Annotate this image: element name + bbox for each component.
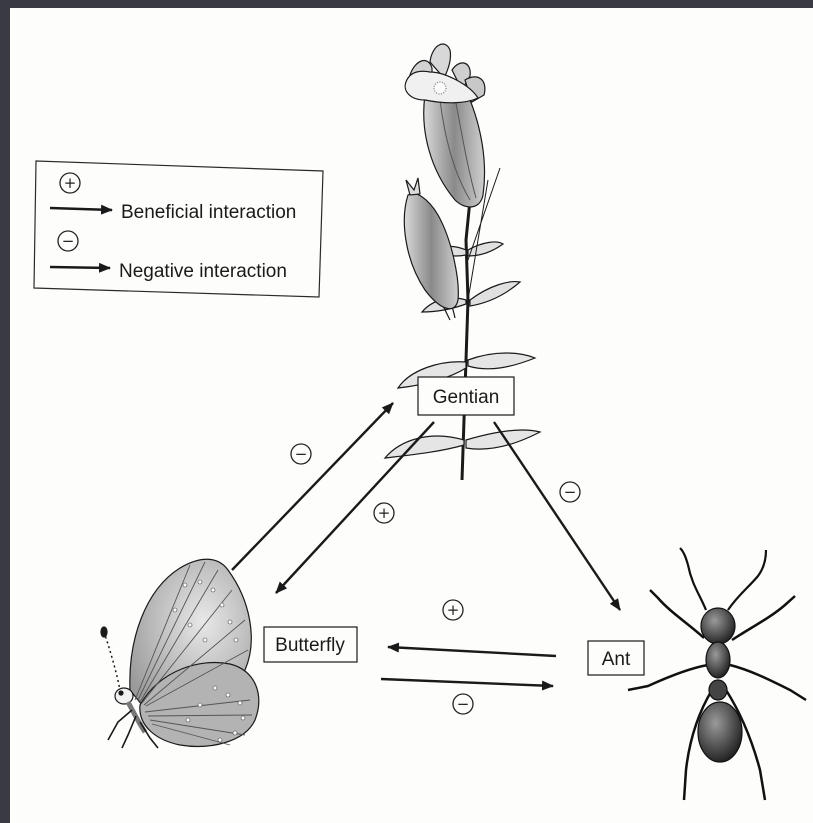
node-ant: Ant <box>588 641 644 675</box>
ant-illustration <box>628 548 806 800</box>
node-gentian: Gentian <box>418 377 514 415</box>
node-butterfly: Butterfly <box>264 627 357 662</box>
sign-gentian-to-butterfly-symbol: + <box>378 504 391 522</box>
arrow-butterfly-to-gentian <box>232 403 393 570</box>
arrow-butterfly-to-ant <box>381 679 553 686</box>
sign-ant-to-butterfly-symbol: + <box>447 601 460 619</box>
sign-gentian-to-butterfly: + <box>374 503 394 523</box>
legend-beneficial-label: Beneficial interaction <box>121 202 296 223</box>
sign-gentian-to-ant: − <box>560 482 580 502</box>
node-ant-label: Ant <box>602 649 631 670</box>
legend-negative-label: Negative interaction <box>119 261 287 282</box>
legend-beneficial: + Beneficial interaction <box>50 173 296 223</box>
legend-negative: − Negative interaction <box>50 231 287 282</box>
legend: + Beneficial interaction − Negative inte… <box>34 161 323 297</box>
arrow-ant-to-butterfly <box>388 647 556 656</box>
butterfly-illustration <box>101 559 259 748</box>
sign-butterfly-to-gentian: − <box>291 444 311 464</box>
sign-butterfly-to-ant: − <box>453 694 473 714</box>
legend-negative-arrow <box>50 267 110 268</box>
arrow-gentian-to-ant <box>494 422 620 610</box>
sign-gentian-to-ant-symbol: − <box>564 483 577 501</box>
node-butterfly-label: Butterfly <box>275 635 345 656</box>
legend-beneficial-arrow <box>50 208 112 210</box>
sign-butterfly-to-gentian-symbol: − <box>295 445 308 463</box>
sign-butterfly-to-ant-symbol: − <box>457 695 470 713</box>
legend-beneficial-symbol: + <box>64 174 77 192</box>
sign-ant-to-butterfly: + <box>443 600 463 620</box>
legend-negative-symbol: − <box>62 232 75 250</box>
node-gentian-label: Gentian <box>433 387 500 408</box>
